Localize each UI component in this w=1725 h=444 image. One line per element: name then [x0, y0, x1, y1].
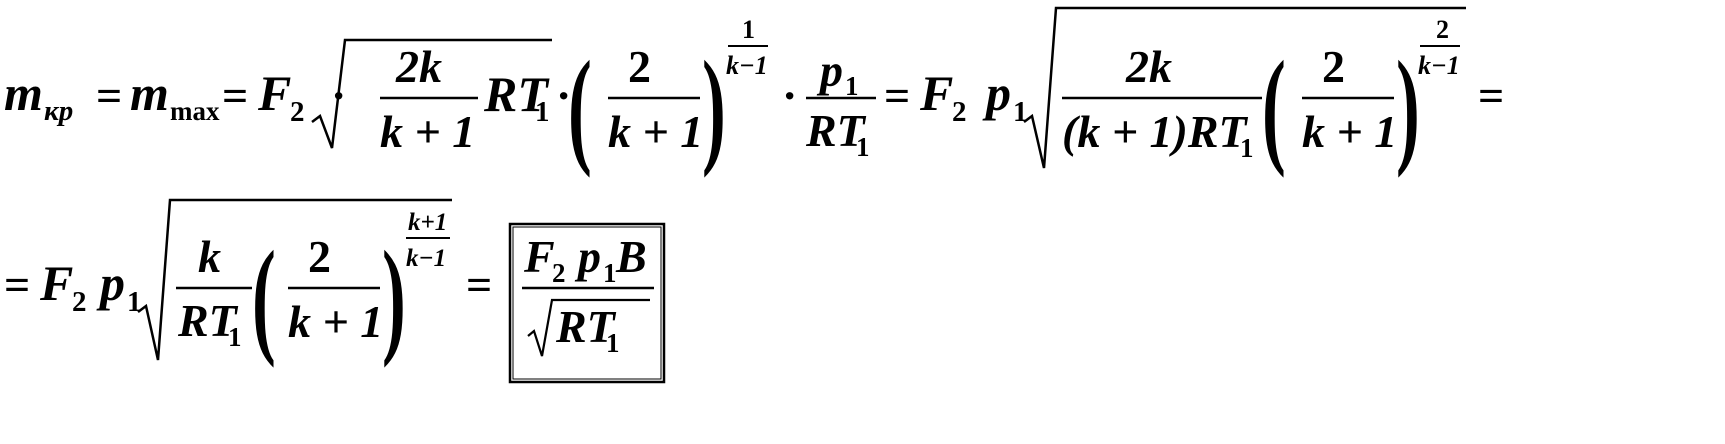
coefficient-b: B — [615, 231, 647, 282]
pressure-symbol: p — [96, 255, 125, 311]
radical-sign — [1023, 6, 1466, 169]
left-parenthesis: ( — [1262, 35, 1286, 179]
exponent-denominator: k−1 — [726, 51, 768, 80]
subscript-1: 1 — [603, 258, 617, 288]
pressure-symbol: p — [816, 45, 843, 96]
subscript-2: 2 — [552, 258, 566, 288]
right-parenthesis: ) — [382, 225, 406, 369]
gas-constant-temperature: RT — [805, 105, 867, 156]
fraction-denominator: (k + 1)RT — [1062, 106, 1249, 157]
radical-sign — [527, 298, 650, 357]
radical-sign — [311, 38, 552, 149]
subscript-1: 1 — [856, 132, 870, 162]
mass-flow-symbol: m — [130, 65, 169, 121]
formula-line-2: = F 2 p 1 k RT 1 ( 2 k + 1 ) k+1 k−1 = F… — [4, 198, 666, 384]
pressure-symbol: p — [982, 65, 1011, 121]
exponent-numerator: 2 — [1436, 15, 1449, 44]
subscript-1: 1 — [1240, 133, 1254, 163]
subscript-1: 1 — [228, 322, 242, 352]
exponent-denominator: k−1 — [1418, 51, 1460, 80]
result-box — [508, 222, 666, 384]
gas-constant-temperature: RT — [177, 295, 239, 346]
fraction-numerator: 2k — [395, 41, 442, 92]
area-symbol: F — [523, 231, 555, 282]
gas-constant-temperature: RT — [555, 301, 617, 352]
area-symbol: F — [39, 255, 73, 311]
equals-sign: = — [4, 259, 30, 310]
fraction-numerator: 2 — [308, 231, 331, 282]
fraction-denominator: k + 1 — [288, 296, 383, 347]
equals-sign: = — [96, 70, 122, 121]
fraction-denominator: k + 1 — [1302, 106, 1397, 157]
fraction-numerator: k — [198, 231, 221, 282]
left-parenthesis: ( — [252, 225, 276, 369]
formula-line-1: m кр = m max = F 2 · 2k k + 1 RT 1 · ( 2… — [4, 6, 1504, 179]
left-parenthesis: ( — [568, 35, 592, 179]
gas-constant-temperature: RT — [483, 66, 550, 122]
subscript-1: 1 — [845, 71, 859, 101]
right-parenthesis: ) — [702, 35, 726, 179]
multiply-dot: · — [782, 70, 797, 121]
subscript-1: 1 — [606, 328, 620, 358]
fraction-numerator: 2k — [1125, 41, 1172, 92]
area-symbol: F — [257, 65, 291, 121]
equals-sign: = — [1478, 70, 1504, 121]
subscript-kp: кр — [44, 95, 73, 127]
equals-sign: = — [466, 259, 492, 310]
right-parenthesis: ) — [1396, 35, 1420, 179]
subscript-2: 2 — [72, 286, 87, 318]
area-symbol: F — [919, 65, 953, 121]
radical-sign — [137, 198, 452, 361]
subscript-2: 2 — [290, 96, 305, 128]
subscript-1: 1 — [127, 286, 142, 318]
fraction-denominator: k + 1 — [380, 106, 475, 157]
fraction-numerator: 2 — [1322, 41, 1345, 92]
multiply-dot: · — [556, 70, 571, 121]
subscript-1: 1 — [535, 96, 550, 128]
exponent-denominator: k−1 — [406, 245, 446, 272]
subscript-2: 2 — [952, 96, 967, 128]
subscript-1: 1 — [1013, 96, 1028, 128]
equals-sign: = — [222, 70, 248, 121]
result-box-inner — [512, 226, 662, 380]
fraction-denominator: k + 1 — [608, 106, 703, 157]
exponent-numerator: 1 — [742, 15, 755, 44]
exponent-numerator: k+1 — [408, 209, 447, 236]
equals-sign: = — [884, 70, 910, 121]
subscript-max: max — [170, 96, 220, 126]
fraction-numerator: 2 — [628, 41, 651, 92]
mass-flow-symbol: m — [4, 65, 43, 121]
pressure-symbol: p — [574, 231, 601, 282]
